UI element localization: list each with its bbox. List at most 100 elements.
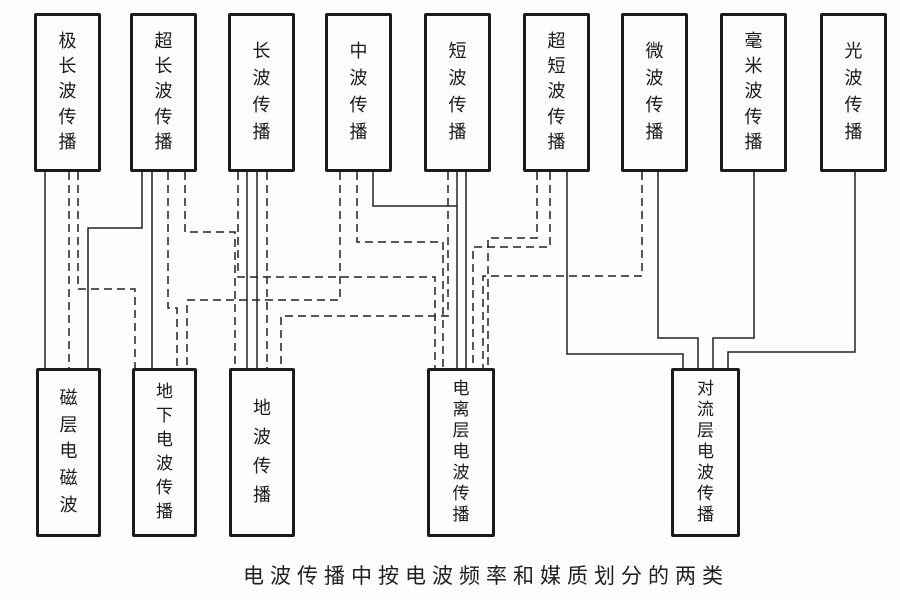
top-box-4: 中波传播 — [325, 13, 392, 172]
bottom-box-5: 对流层电波传播 — [671, 368, 740, 537]
bottom-box-2: 地下电波传播 — [132, 368, 197, 537]
box-label-char: 电 — [697, 442, 714, 462]
box-label-char: 毫 — [744, 31, 763, 53]
box-label-char: 播 — [448, 122, 467, 143]
box-label-char: 播 — [645, 122, 664, 143]
box-label-char: 播 — [252, 122, 271, 143]
connector-solid — [566, 172, 684, 368]
connector-dashed — [184, 172, 236, 368]
box-label-char: 光 — [844, 41, 863, 62]
top-box-5: 短波传播 — [424, 13, 491, 172]
box-label-char: 传 — [156, 478, 173, 498]
box-label-char: 波 — [156, 454, 173, 474]
box-label-char: 传 — [349, 95, 368, 116]
connector-solid — [727, 172, 856, 368]
box-label-char: 波 — [59, 495, 78, 517]
box-label-char: 磁 — [59, 468, 78, 490]
connector-solid — [657, 172, 699, 368]
box-label-char: 波 — [844, 68, 863, 89]
box-label-char: 米 — [744, 56, 763, 78]
box-label-char: 电 — [156, 430, 173, 450]
box-label-char: 长 — [58, 56, 77, 78]
box-label-char: 下 — [156, 406, 173, 426]
box-label-char: 短 — [448, 41, 467, 62]
box-label-char: 波 — [547, 81, 566, 103]
top-box-2: 超长波传播 — [130, 13, 197, 172]
box-label-char: 播 — [154, 131, 173, 153]
box-label-char: 极 — [58, 31, 77, 53]
box-label-char: 电 — [452, 442, 470, 462]
box-label-char: 播 — [156, 502, 173, 522]
box-label-char: 传 — [252, 95, 271, 116]
box-label-char: 超 — [547, 31, 566, 53]
connector-dashed — [280, 172, 449, 368]
connector-dashed — [167, 172, 178, 368]
box-label-char: 传 — [253, 456, 271, 477]
box-label-char: 传 — [547, 106, 566, 128]
box-label-char: 长 — [154, 56, 173, 78]
caption: 电波传播中按电波频率和媒质划分的两类 — [243, 564, 729, 588]
box-label-char: 超 — [154, 31, 173, 53]
box-label-char: 传 — [58, 106, 77, 128]
bottom-box-1: 磁层电磁波 — [36, 368, 101, 537]
box-label-char: 传 — [645, 95, 664, 116]
box-label-char: 流 — [697, 400, 714, 420]
box-label-char: 播 — [452, 505, 470, 525]
box-label-char: 波 — [58, 81, 77, 103]
box-label-char: 播 — [547, 131, 566, 153]
top-box-7: 微波传播 — [621, 13, 688, 172]
box-label-char: 播 — [697, 505, 714, 525]
box-label-char: 磁 — [59, 387, 78, 409]
top-box-8: 毫米波传播 — [720, 13, 787, 172]
connector-dashed — [356, 172, 444, 368]
box-label-char: 微 — [645, 41, 664, 62]
connector-solid — [712, 172, 755, 368]
top-box-3: 长波传播 — [228, 13, 295, 172]
connector-solid — [87, 172, 143, 368]
box-label-char: 传 — [448, 95, 467, 116]
top-box-1: 极长波传播 — [34, 13, 101, 172]
connector-dashed — [487, 172, 538, 368]
top-box-6: 超短波传播 — [523, 13, 590, 172]
box-label-char: 传 — [697, 484, 714, 504]
box-label-char: 长 — [252, 41, 271, 62]
box-label-char: 传 — [154, 106, 173, 128]
box-label-char: 层 — [452, 421, 470, 441]
connector-solid — [372, 172, 457, 207]
box-label-char: 播 — [744, 131, 763, 153]
box-label-char: 中 — [349, 41, 368, 62]
box-label-char: 对 — [697, 379, 714, 399]
connector-dashed — [186, 172, 341, 368]
connector-dashed — [472, 172, 551, 368]
top-box-9: 光波传播 — [820, 13, 887, 172]
box-label-char: 地 — [253, 398, 271, 419]
box-label-char: 波 — [697, 463, 714, 483]
box-label-char: 波 — [154, 81, 173, 103]
box-label-char: 播 — [349, 122, 368, 143]
box-label-char: 波 — [744, 81, 763, 103]
box-label-char: 层 — [697, 421, 714, 441]
box-label-char: 传 — [844, 95, 863, 116]
box-label-char: 波 — [252, 68, 271, 89]
connector-dashed — [77, 172, 136, 368]
box-label-char: 播 — [253, 485, 271, 506]
box-label-char: 波 — [253, 427, 271, 448]
box-label-char: 电 — [59, 441, 78, 463]
box-label-char: 波 — [645, 68, 664, 89]
box-label-char: 传 — [452, 484, 470, 504]
connector-dashed — [237, 172, 436, 368]
box-label-char: 波 — [448, 68, 467, 89]
box-label-char: 播 — [58, 131, 77, 153]
box-label-char: 层 — [59, 414, 78, 436]
box-label-char: 离 — [452, 400, 470, 420]
box-label-char: 传 — [744, 106, 763, 128]
box-label-char: 播 — [844, 122, 863, 143]
bottom-box-3: 地波传播 — [229, 368, 295, 537]
box-label-char: 短 — [547, 56, 566, 78]
connector-dashed — [482, 172, 643, 368]
bottom-box-4: 电离层电波传播 — [427, 368, 495, 537]
box-label-char: 电 — [452, 379, 470, 399]
box-label-char: 地 — [156, 382, 173, 402]
